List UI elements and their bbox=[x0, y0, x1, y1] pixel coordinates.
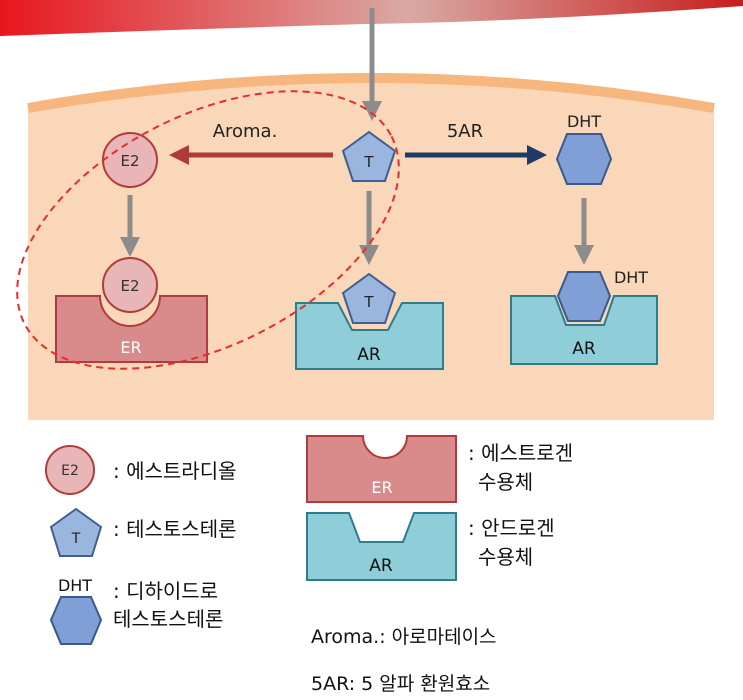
legend-er-icon: ER bbox=[306, 435, 457, 503]
legend-t-icon-label: T bbox=[71, 531, 81, 547]
legend-er-icon-label: ER bbox=[371, 478, 392, 497]
legend-ar-icon-label: AR bbox=[369, 556, 393, 576]
ar-receptor-t-label: AR bbox=[357, 345, 381, 365]
e2-molecule-label: E2 bbox=[120, 152, 139, 170]
legend-5ar-def: 5AR: 5 알파 환원효소 bbox=[311, 673, 490, 695]
e2-bound-label: E2 bbox=[120, 277, 139, 295]
ar-receptor-t: AR bbox=[295, 302, 444, 370]
legend-ar-desc-line2: 수용체 bbox=[478, 545, 533, 569]
aromatase-arrow-label: Aroma. bbox=[213, 121, 278, 142]
e2-molecule: E2 bbox=[102, 132, 158, 188]
dht-bound-molecule bbox=[556, 271, 612, 322]
dht-molecule-label: DHT bbox=[567, 112, 601, 131]
er-receptor: ER bbox=[55, 295, 208, 363]
dht-molecule bbox=[555, 133, 613, 185]
legend-dht-icon-label: DHT bbox=[58, 576, 92, 595]
legend-e2-icon-label: E2 bbox=[61, 463, 79, 479]
legend-ar-icon: AR bbox=[306, 512, 457, 581]
5ar-arrow-label: 5AR bbox=[447, 121, 483, 142]
testosterone-label: T bbox=[363, 153, 374, 171]
legend-er-desc-line1: : 에스트로겐 bbox=[468, 441, 573, 465]
ar-receptor-dht-label: AR bbox=[572, 339, 596, 359]
legend-dht-icon bbox=[49, 596, 103, 645]
legend-er-desc-line2: 수용체 bbox=[478, 470, 533, 494]
ar-receptor-dht: AR bbox=[510, 295, 658, 365]
legend-ar-desc-line1: : 안드로겐 bbox=[468, 516, 555, 540]
legend-t-icon: T bbox=[49, 507, 103, 557]
legend-aroma-def: Aroma.: 아로마테이스 bbox=[311, 626, 497, 648]
er-receptor-label: ER bbox=[120, 338, 141, 357]
legend-t-desc: : 테스토스테론 bbox=[113, 517, 237, 541]
testosterone-molecule: T bbox=[341, 130, 397, 182]
legend-e2-desc: : 에스트라디올 bbox=[113, 459, 237, 483]
legend-dht-desc-line2: 테스토스테론 bbox=[113, 607, 223, 631]
legend: E2 : 에스트라디올 T : 테스토스테론 DHT : 디하이드로 테스토스테… bbox=[45, 435, 573, 695]
e2-bound-molecule: E2 bbox=[102, 257, 158, 313]
legend-e2-icon: E2 bbox=[45, 445, 95, 495]
dht-bound-label: DHT bbox=[614, 268, 648, 287]
testosterone-bound-molecule: T bbox=[341, 272, 397, 324]
testosterone-bound-label: T bbox=[363, 293, 374, 311]
legend-dht-desc-line1: : 디하이드로 bbox=[113, 579, 218, 603]
